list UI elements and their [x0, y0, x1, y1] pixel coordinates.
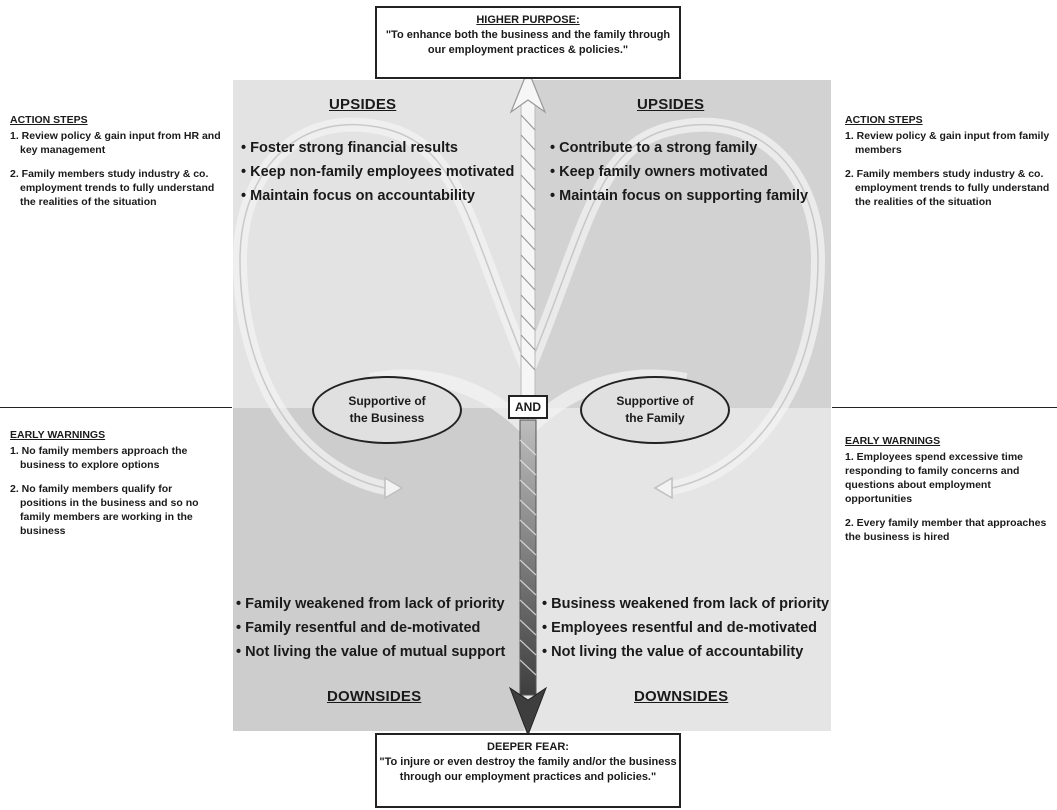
- left-downsides-list: Family weakened from lack of priority Fa…: [236, 592, 505, 664]
- list-item: Employees resentful and de-motivated: [542, 616, 829, 640]
- higher-purpose-text-line1: "To enhance both the business and the fa…: [385, 29, 671, 41]
- list-item: Not living the value of mutual support: [236, 640, 505, 664]
- loop-arrowhead-right: [653, 476, 673, 500]
- left-downsides-title: DOWNSIDES: [327, 688, 422, 705]
- left-divider-line: [0, 407, 232, 408]
- higher-purpose-text-line2: our employment practices & policies.": [427, 44, 629, 56]
- deeper-fear-heading: DEEPER FEAR:: [487, 741, 569, 753]
- higher-purpose-box: HIGHER PURPOSE: "To enhance both the bus…: [375, 6, 681, 79]
- list-item: Maintain focus on accountability: [241, 184, 514, 208]
- right-early-warnings-title: EARLY WARNINGS: [845, 435, 941, 447]
- quadrant-lower-right: [524, 408, 831, 731]
- left-action-steps-title: ACTION STEPS: [10, 114, 88, 126]
- quadrant-lower-left: [233, 408, 524, 731]
- right-downsides-title: DOWNSIDES: [634, 688, 729, 705]
- deeper-fear-text-line2: through our employment practices and pol…: [399, 771, 657, 783]
- right-upsides-list: Contribute to a strong family Keep famil…: [550, 136, 808, 208]
- loop-arrowhead-left: [384, 476, 404, 500]
- right-downsides-list: Business weakened from lack of priority …: [542, 592, 829, 664]
- deeper-fear-text-line1: "To injure or even destroy the family an…: [379, 756, 677, 768]
- right-upsides-title: UPSIDES: [637, 96, 705, 113]
- left-upsides-list: Foster strong financial results Keep non…: [241, 136, 514, 208]
- right-early-warnings: EARLY WARNINGS 1. Employees spend excess…: [845, 434, 1050, 554]
- deeper-fear-box: DEEPER FEAR: "To injure or even destroy …: [375, 733, 681, 808]
- list-item: 2. Family members study industry & co. e…: [10, 168, 215, 208]
- right-action-steps-title: ACTION STEPS: [845, 114, 923, 126]
- list-item: Keep family owners motivated: [550, 160, 808, 184]
- left-early-warnings: EARLY WARNINGS 1. No family members appr…: [10, 428, 215, 548]
- list-item: 1. Review policy & gain input from famil…: [845, 130, 1050, 156]
- list-item: 1. No family members approach the busine…: [10, 445, 188, 471]
- list-item: Family resentful and de-motivated: [236, 616, 505, 640]
- left-action-steps: ACTION STEPS 1. Review policy & gain inp…: [10, 113, 222, 219]
- higher-purpose-heading: HIGHER PURPOSE:: [476, 14, 580, 26]
- down-arrow: [508, 419, 548, 737]
- left-early-warnings-title: EARLY WARNINGS: [10, 429, 106, 441]
- right-pole-oval: Supportive of the Family: [580, 376, 730, 444]
- list-item: 1. Employees spend excessive time respon…: [845, 451, 1024, 505]
- and-connector: AND: [508, 395, 548, 419]
- list-item: Family weakened from lack of priority: [236, 592, 505, 616]
- right-action-steps: ACTION STEPS 1. Review policy & gain inp…: [845, 113, 1050, 219]
- list-item: Business weakened from lack of priority: [542, 592, 829, 616]
- list-item: 2. No family members qualify for positio…: [10, 483, 199, 537]
- list-item: 2. Every family member that approaches t…: [845, 517, 1047, 543]
- right-divider-line: [832, 407, 1057, 408]
- list-item: Not living the value of accountability: [542, 640, 829, 664]
- list-item: Keep non-family employees motivated: [241, 160, 514, 184]
- list-item: 1. Review policy & gain input from HR an…: [10, 130, 221, 156]
- left-upsides-title: UPSIDES: [329, 96, 397, 113]
- list-item: Foster strong financial results: [241, 136, 514, 160]
- list-item: Contribute to a strong family: [550, 136, 808, 160]
- list-item: 2. Family members study industry & co. e…: [845, 168, 1050, 208]
- list-item: Maintain focus on supporting family: [550, 184, 808, 208]
- left-pole-oval: Supportive of the Business: [312, 376, 462, 444]
